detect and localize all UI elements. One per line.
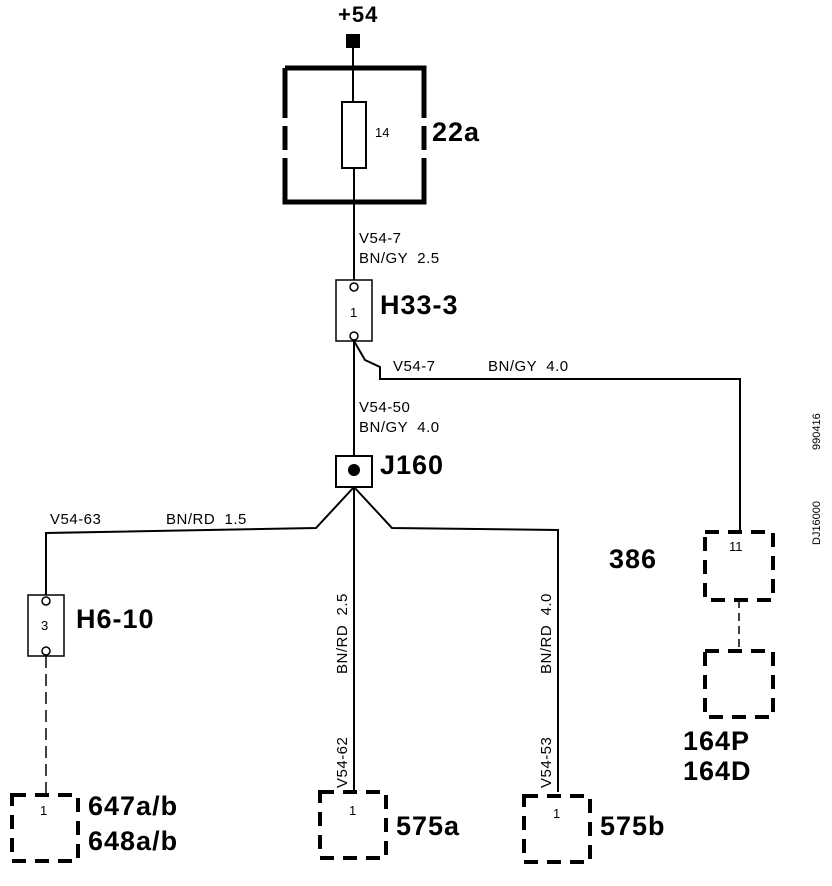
doc-code: DJ16000 [811,501,823,545]
wire-spec-bn-gy-4-0-b: BN/GY 4.0 [488,358,569,375]
fuse-id: 22a [432,117,480,147]
component-386-id: 386 [609,544,657,574]
component-386-pin: 11 [729,539,743,554]
fuse-pin: 14 [375,125,389,140]
splice-dot [348,464,360,476]
component-575b-id: 575b [600,811,666,841]
wire-label-v54-7-b: V54-7 [393,358,436,375]
wire-spec-bn-gy-2-5: BN/GY 2.5 [359,250,440,267]
wire-spec-bn-rd-1-5: BN/RD 1.5 [166,511,247,528]
wire-spec-bn-rd-4-0: BN/RD 4.0 [538,593,555,674]
splice-j160-id: J160 [380,450,444,480]
wire-label-v54-50: V54-50 [359,399,410,416]
component-575b [522,794,592,864]
doc-date: 990416 [811,413,823,450]
component-647-line2: 648a/b [88,826,178,856]
supply-terminal [346,34,360,48]
component-647-line1: 647a/b [88,791,178,821]
wire-v54-53-labels: V54-53 BN/RD 4.0 [538,593,555,788]
connector-h33-3-id: H33-3 [380,290,459,320]
component-647-648 [10,793,80,863]
wire-label-v54-53: V54-53 [538,737,555,788]
component-575a-pin: 1 [349,803,356,818]
component-575a [318,790,388,860]
wire-v54-53 [353,486,559,792]
connector-h6-10-id: H6-10 [76,604,155,634]
fuse-box [281,65,428,205]
component-164 [703,649,775,719]
fuse-element [341,101,367,169]
component-164-line2: 164D [683,756,752,786]
component-575a-id: 575a [396,811,460,841]
wire-label-v54-63: V54-63 [50,511,101,528]
component-647-pin: 1 [40,803,47,818]
doc-code-group: DJ16000 990416 [811,413,823,545]
supply-label: +54 [338,2,378,27]
wire-v54-63 [45,486,355,596]
connector-h6-10-pin: 3 [41,618,48,633]
wire-spec-bn-rd-2-5: BN/RD 2.5 [334,593,351,674]
component-164-line1: 164P [683,726,750,756]
wire-label-v54-62: V54-62 [334,737,351,788]
connector-h33-3-pin: 1 [350,305,357,320]
wire-v54-62-labels: V54-62 BN/RD 2.5 [334,593,351,788]
component-575b-pin: 1 [553,806,560,821]
wire-label-v54-7-a: V54-7 [359,230,402,247]
wire-v54-7-to-386 [353,340,741,530]
wire-spec-bn-gy-4-0-a: BN/GY 4.0 [359,419,440,436]
